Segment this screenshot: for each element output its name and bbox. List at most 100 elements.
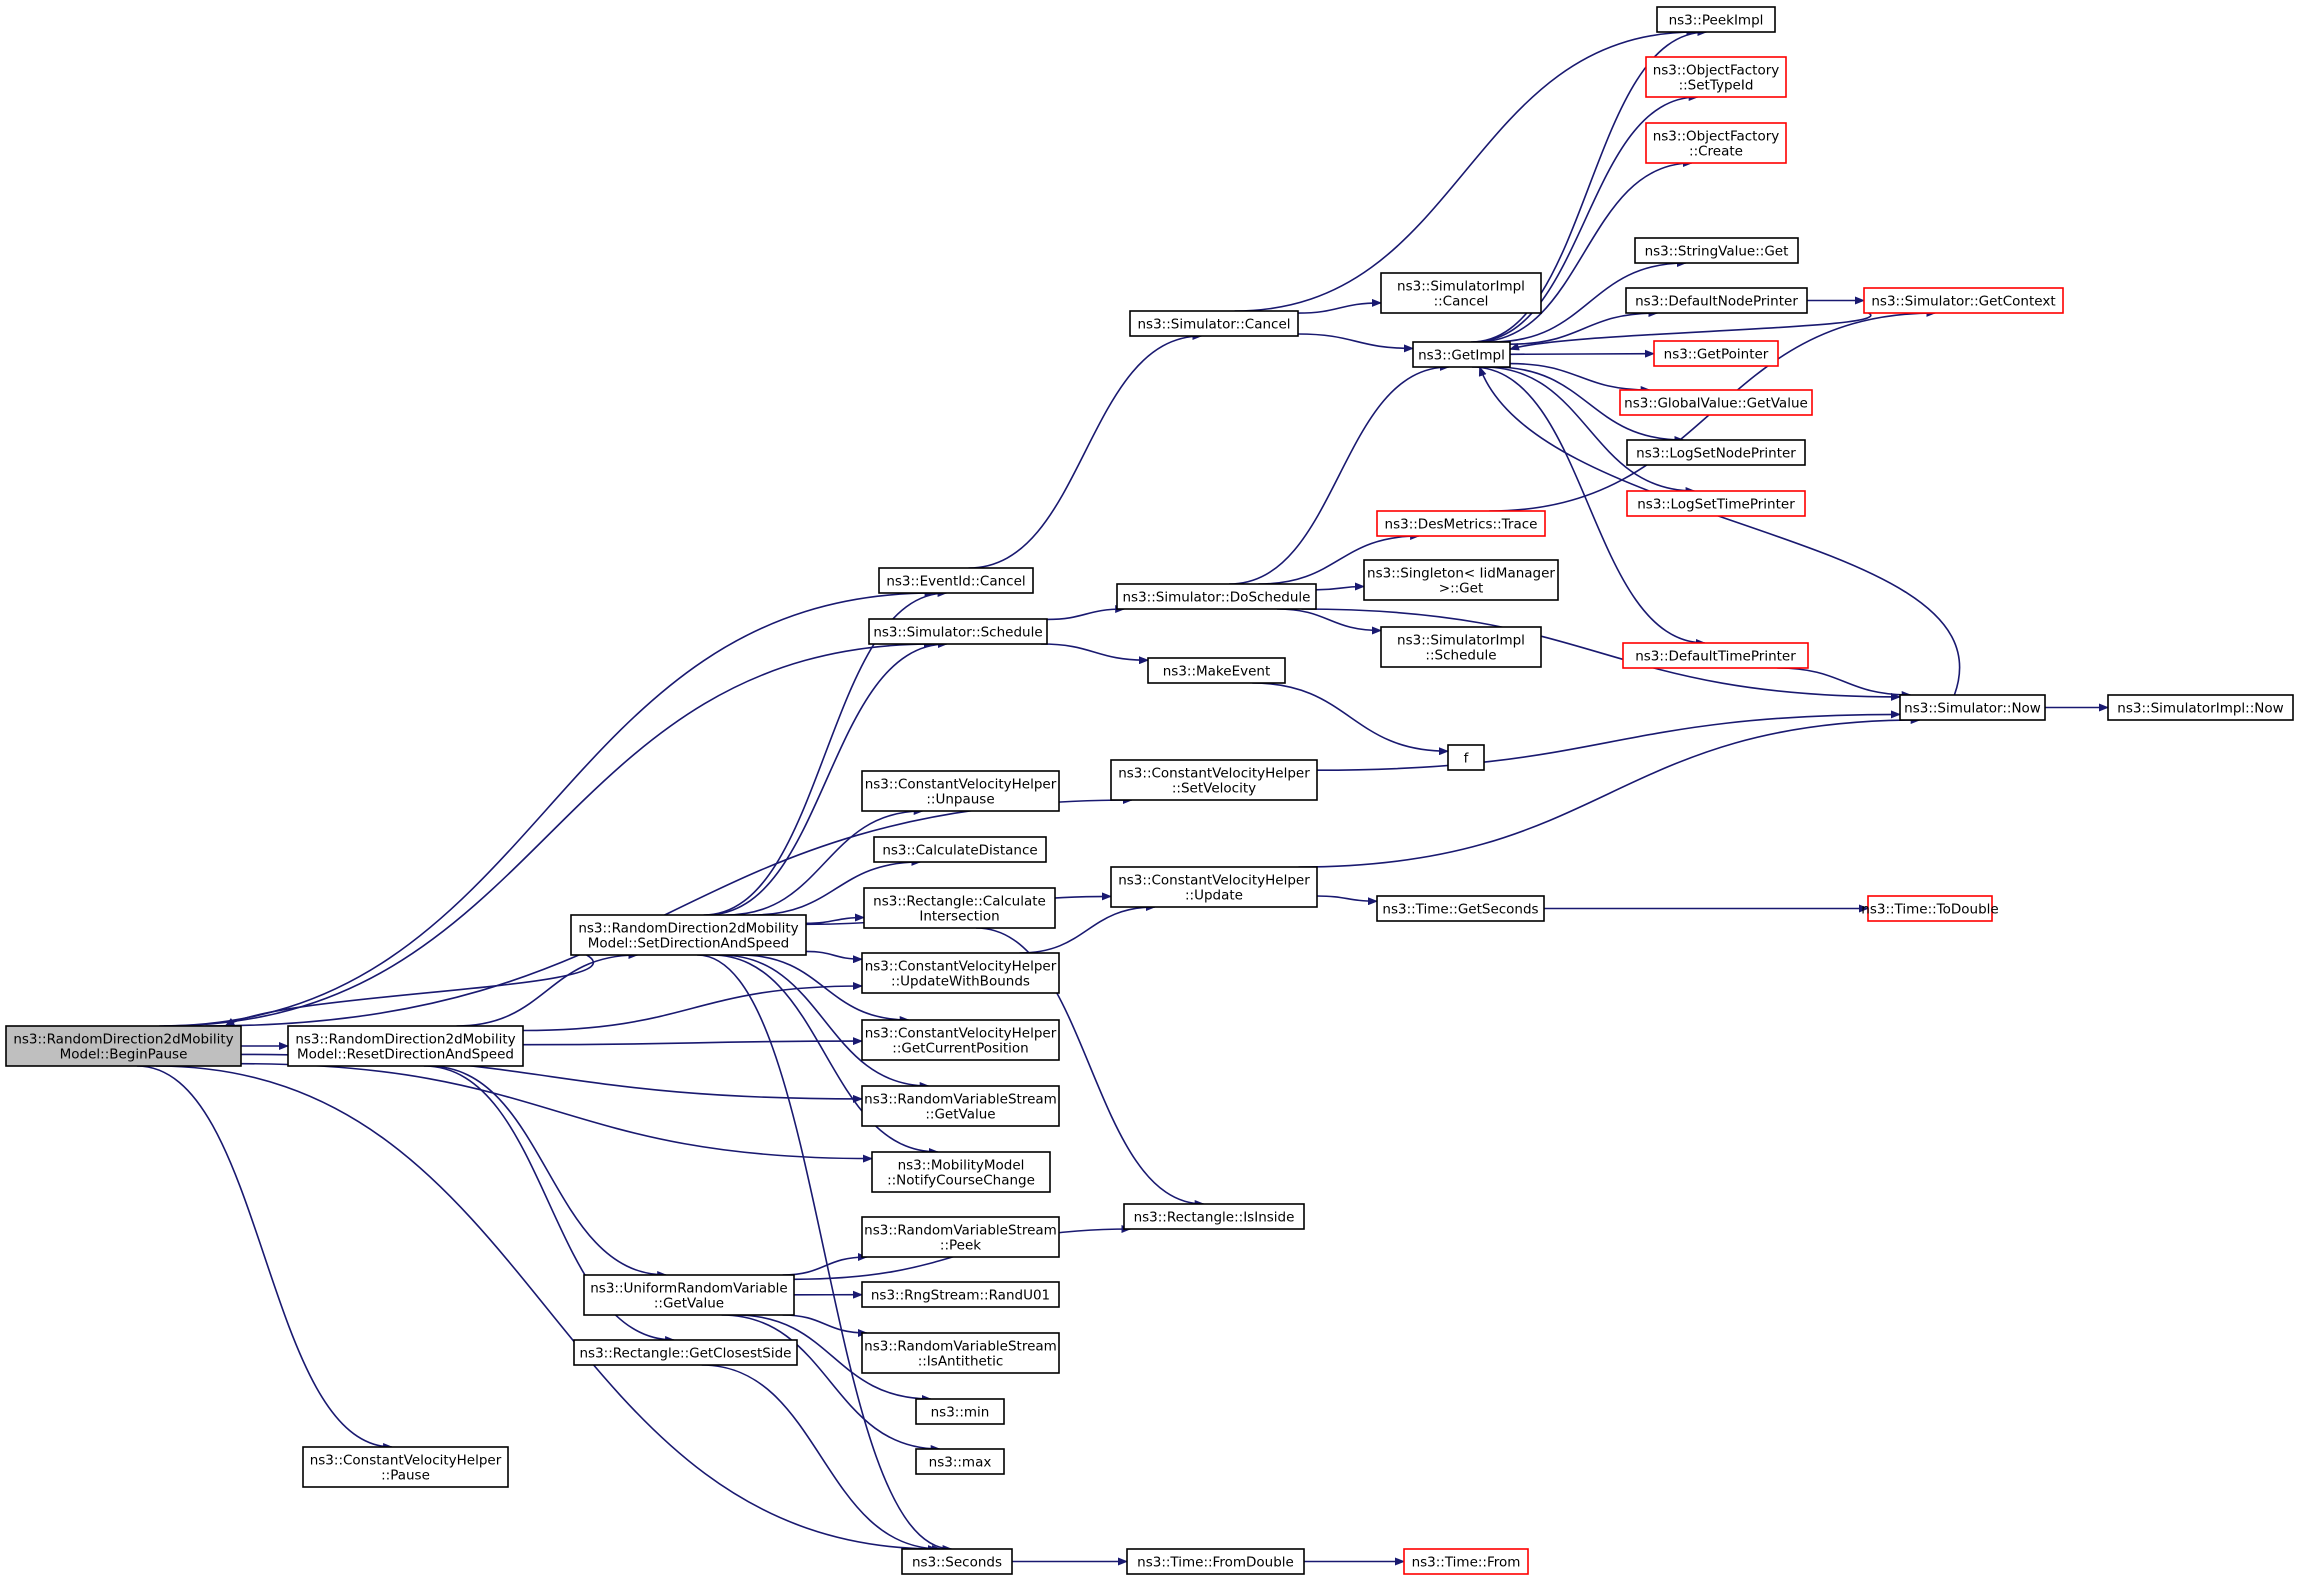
node-global-get[interactable]: ns3::GlobalValue::GetValue xyxy=(1619,389,1813,416)
node-sim-cancel[interactable]: ns3::Simulator::Cancel xyxy=(1129,310,1299,337)
node-min[interactable]: ns3::min xyxy=(915,1398,1005,1425)
node-box xyxy=(1899,694,2046,721)
node-log-time-printer[interactable]: ns3::LogSetTimePrinter xyxy=(1626,490,1806,517)
call-edge-sim_schedule-to-sim_doschedule xyxy=(1046,605,1126,621)
node-calc-distance[interactable]: ns3::CalculateDistance xyxy=(873,836,1047,863)
node-label: ns3::StringValue::Get xyxy=(1645,244,1789,260)
node-box xyxy=(1116,583,1317,610)
node-label: ns3::max xyxy=(929,1455,992,1471)
node-of-create[interactable]: ns3::ObjectFactory::Create xyxy=(1645,122,1787,164)
node-label: ::SetTypeId xyxy=(1679,78,1754,94)
node-sim-schedule[interactable]: ns3::Simulator::Schedule xyxy=(868,618,1048,645)
node-time-get-seconds[interactable]: ns3::Time::GetSeconds xyxy=(1376,895,1545,922)
node-time-to-double[interactable]: ns3::Time::ToDouble xyxy=(1861,895,1999,922)
node-label: ::Create xyxy=(1689,144,1743,160)
node-default-time-printer[interactable]: ns3::DefaultTimePrinter xyxy=(1622,642,1809,669)
call-edge-sim_now-to-get_impl xyxy=(1478,366,1961,696)
call-edge-begin_pause-to-event_cancel xyxy=(159,589,935,1027)
node-singleton-get[interactable]: ns3::Singleton< IidManager >::Get xyxy=(1363,559,1559,601)
node-sim-get-context[interactable]: ns3::Simulator::GetContext xyxy=(1863,287,2064,314)
node-label: ns3::Seconds xyxy=(912,1555,1002,1571)
node-label: ns3::ConstantVelocityHelper xyxy=(1118,873,1310,889)
node-of-settypeid[interactable]: ns3::ObjectFactory::SetTypeId xyxy=(1645,56,1787,98)
node-reset-dir[interactable]: ns3::RandomDirection2dMobilityModel::Res… xyxy=(287,1025,524,1067)
node-box xyxy=(861,770,1060,812)
node-label: ns3::DefaultTimePrinter xyxy=(1635,649,1796,665)
node-begin-pause[interactable]: ns3::RandomDirection2dMobilityModel::Beg… xyxy=(5,1025,242,1067)
call-edge-set_dir-to-cvh_unpause xyxy=(726,807,924,916)
node-label: ::IsAntithetic xyxy=(918,1354,1004,1370)
call-edge-reset_dir-to-uniform_get xyxy=(428,1065,668,1279)
node-get-pointer[interactable]: ns3::GetPointer xyxy=(1653,340,1779,367)
node-simimpl-schedule[interactable]: ns3::SimulatorImpl::Schedule xyxy=(1380,626,1542,668)
node-simimpl-cancel[interactable]: ns3::SimulatorImpl::Cancel xyxy=(1380,272,1542,314)
node-box xyxy=(868,618,1048,645)
node-box xyxy=(302,1446,509,1488)
node-label: ns3::DefaultNodePrinter xyxy=(1635,294,1798,310)
node-des-trace[interactable]: ns3::DesMetrics::Trace xyxy=(1376,510,1546,537)
node-cvh-update[interactable]: ns3::ConstantVelocityHelper::Update xyxy=(1110,866,1318,908)
node-rvs-anti[interactable]: ns3::RandomVariableStream::IsAntithetic xyxy=(861,1332,1060,1374)
node-box xyxy=(1447,744,1485,771)
node-time-from[interactable]: ns3::Time::From xyxy=(1403,1548,1529,1575)
node-string-get[interactable]: ns3::StringValue::Get xyxy=(1634,237,1799,264)
node-label: ns3::GetPointer xyxy=(1664,347,1769,363)
node-uniform-get[interactable]: ns3::UniformRandomVariable::GetValue xyxy=(583,1274,795,1316)
node-label: ns3::ObjectFactory xyxy=(1653,129,1780,145)
node-box xyxy=(861,1281,1060,1308)
node-box xyxy=(915,1398,1005,1425)
call-edge-set_dir-to-mm_notify xyxy=(711,954,939,1156)
node-label: ns3::RandomVariableStream xyxy=(864,1092,1057,1108)
call-edge-get_impl-to-of_settypeid xyxy=(1472,93,1699,343)
node-sim-now[interactable]: ns3::Simulator::Now xyxy=(1899,694,2046,721)
call-edge-set_dir-to-rvs_get xyxy=(720,954,930,1090)
node-label: >::Get xyxy=(1439,581,1483,597)
call-edge-sim_cancel-to-peek_impl xyxy=(1234,28,1697,312)
call-edge-reset_dir-to-set_dir xyxy=(456,951,639,1027)
node-time-from-double[interactable]: ns3::Time::FromDouble xyxy=(1126,1548,1305,1575)
node-simimpl-now[interactable]: ns3::SimulatorImpl::Now xyxy=(2107,694,2294,721)
node-mm-notify[interactable]: ns3::MobilityModel::NotifyCourseChange xyxy=(871,1151,1051,1193)
node-cvh-unpause[interactable]: ns3::ConstantVelocityHelper::Unpause xyxy=(861,770,1060,812)
call-edge-reset_dir-to-cvh_current_pos xyxy=(522,1037,863,1046)
node-seconds[interactable]: ns3::Seconds xyxy=(901,1548,1013,1575)
node-cvh-set-vel[interactable]: ns3::ConstantVelocityHelper::SetVelocity xyxy=(1110,759,1318,801)
node-make-event[interactable]: ns3::MakeEvent xyxy=(1147,657,1286,684)
node-event-cancel[interactable]: ns3::EventId::Cancel xyxy=(878,567,1034,594)
node-get-impl[interactable]: ns3::GetImpl xyxy=(1412,341,1511,368)
node-default-node-printer[interactable]: ns3::DefaultNodePrinter xyxy=(1625,287,1808,314)
node-rvs-peek[interactable]: ns3::RandomVariableStream::Peek xyxy=(861,1216,1060,1258)
call-edge-cvh_set_vel-to-sim_now xyxy=(1316,710,1901,771)
node-log-node-printer[interactable]: ns3::LogSetNodePrinter xyxy=(1626,439,1806,466)
node-label: ns3::DesMetrics::Trace xyxy=(1385,517,1538,533)
call-edge-get_impl-to-log_node_printer xyxy=(1493,366,1685,444)
node-rvs-get[interactable]: ns3::RandomVariableStream::GetValue xyxy=(861,1085,1060,1127)
node-cvh-update-bounds[interactable]: ns3::ConstantVelocityHelper::UpdateWithB… xyxy=(861,952,1060,994)
node-rng-rand[interactable]: ns3::RngStream::RandU01 xyxy=(861,1281,1060,1308)
node-cvh-current-pos[interactable]: ns3::ConstantVelocityHelper::GetCurrentP… xyxy=(861,1019,1060,1061)
node-label: ::Unpause xyxy=(926,792,994,808)
node-sim-doschedule[interactable]: ns3::Simulator::DoSchedule xyxy=(1116,583,1317,610)
node-rect-inside[interactable]: ns3::Rectangle::IsInside xyxy=(1123,1203,1305,1230)
node-closest-side[interactable]: ns3::Rectangle::GetClosestSide xyxy=(573,1339,798,1366)
call-edge-cvh_update-to-sim_now xyxy=(1298,716,1921,868)
node-peek-impl[interactable]: ns3::PeekImpl xyxy=(1656,6,1776,33)
node-label: ::Schedule xyxy=(1425,648,1496,664)
node-label: ns3::SimulatorImpl xyxy=(1397,633,1525,649)
node-box xyxy=(5,1025,242,1067)
node-box xyxy=(1376,895,1545,922)
call-edge-set_dir-to-calc_distance xyxy=(751,858,922,916)
node-label: ns3::LogSetNodePrinter xyxy=(1636,446,1796,462)
node-max[interactable]: ns3::max xyxy=(915,1448,1005,1475)
call-edge-uniform_get-to-rvs_anti xyxy=(782,1314,868,1337)
node-box xyxy=(915,1448,1005,1475)
node-set-dir[interactable]: ns3::RandomDirection2dMobilityModel::Set… xyxy=(570,914,807,956)
node-label: ns3::Time::GetSeconds xyxy=(1382,902,1538,918)
node-f[interactable]: f xyxy=(1447,744,1485,771)
node-box xyxy=(1376,510,1546,537)
node-box xyxy=(901,1548,1013,1575)
node-cvh-pause[interactable]: ns3::ConstantVelocityHelper::Pause xyxy=(302,1446,509,1488)
node-label: ns3::Rectangle::IsInside xyxy=(1134,1210,1295,1226)
call-edge-get_impl-to-default_node_printer xyxy=(1509,309,1659,345)
